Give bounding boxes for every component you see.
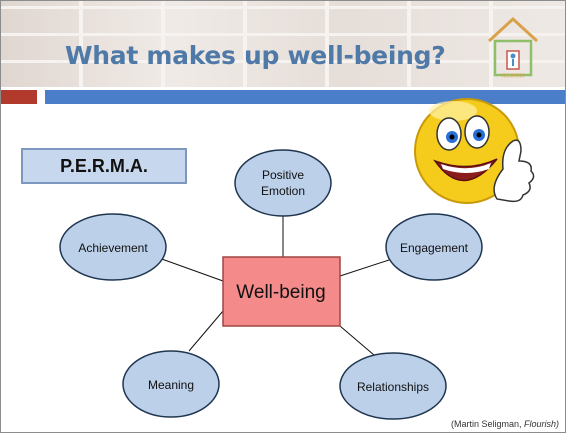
citation-work: Flourish) [523,419,559,429]
svg-text:ᴿᴿᴿᴿᴿᴿᴿ: ᴿᴿᴿᴿᴿᴿᴿ [502,74,525,81]
center-node: Well-being [222,256,341,327]
slide-title: What makes up well-being? [65,41,446,70]
citation: (Martin Seligman, Flourish) [451,419,559,429]
accent-bar-blue [45,90,565,104]
center-node-label: Well-being [236,282,325,303]
node-engagement-label: Engagement [400,241,469,255]
node-positive-line1: Positive [262,168,304,182]
node-achievement-label: Achievement [78,241,148,255]
node-positive-emotion: Positive Emotion [234,149,332,217]
connector-achievement [158,257,224,282]
node-meaning-label: Meaning [148,378,194,392]
node-achievement: Achievement [59,213,167,281]
connector-engagement [339,258,393,277]
perma-label: P.E.R.M.A. [21,148,187,184]
node-positive-line2: Emotion [261,184,305,198]
node-relationships-label: Relationships [357,380,429,394]
citation-author: (Martin Seligman, [450,419,524,429]
slide-header [1,1,565,87]
node-meaning: Meaning [122,350,220,418]
accent-bar-red [1,90,37,104]
node-relationships: Relationships [339,352,447,420]
connector-meaning [188,310,224,352]
thumbs-up-smiley-icon [414,98,535,204]
house-logo-icon: ᴿᴿᴿᴿᴿᴿᴿ [487,16,539,81]
node-engagement: Engagement [385,213,483,281]
